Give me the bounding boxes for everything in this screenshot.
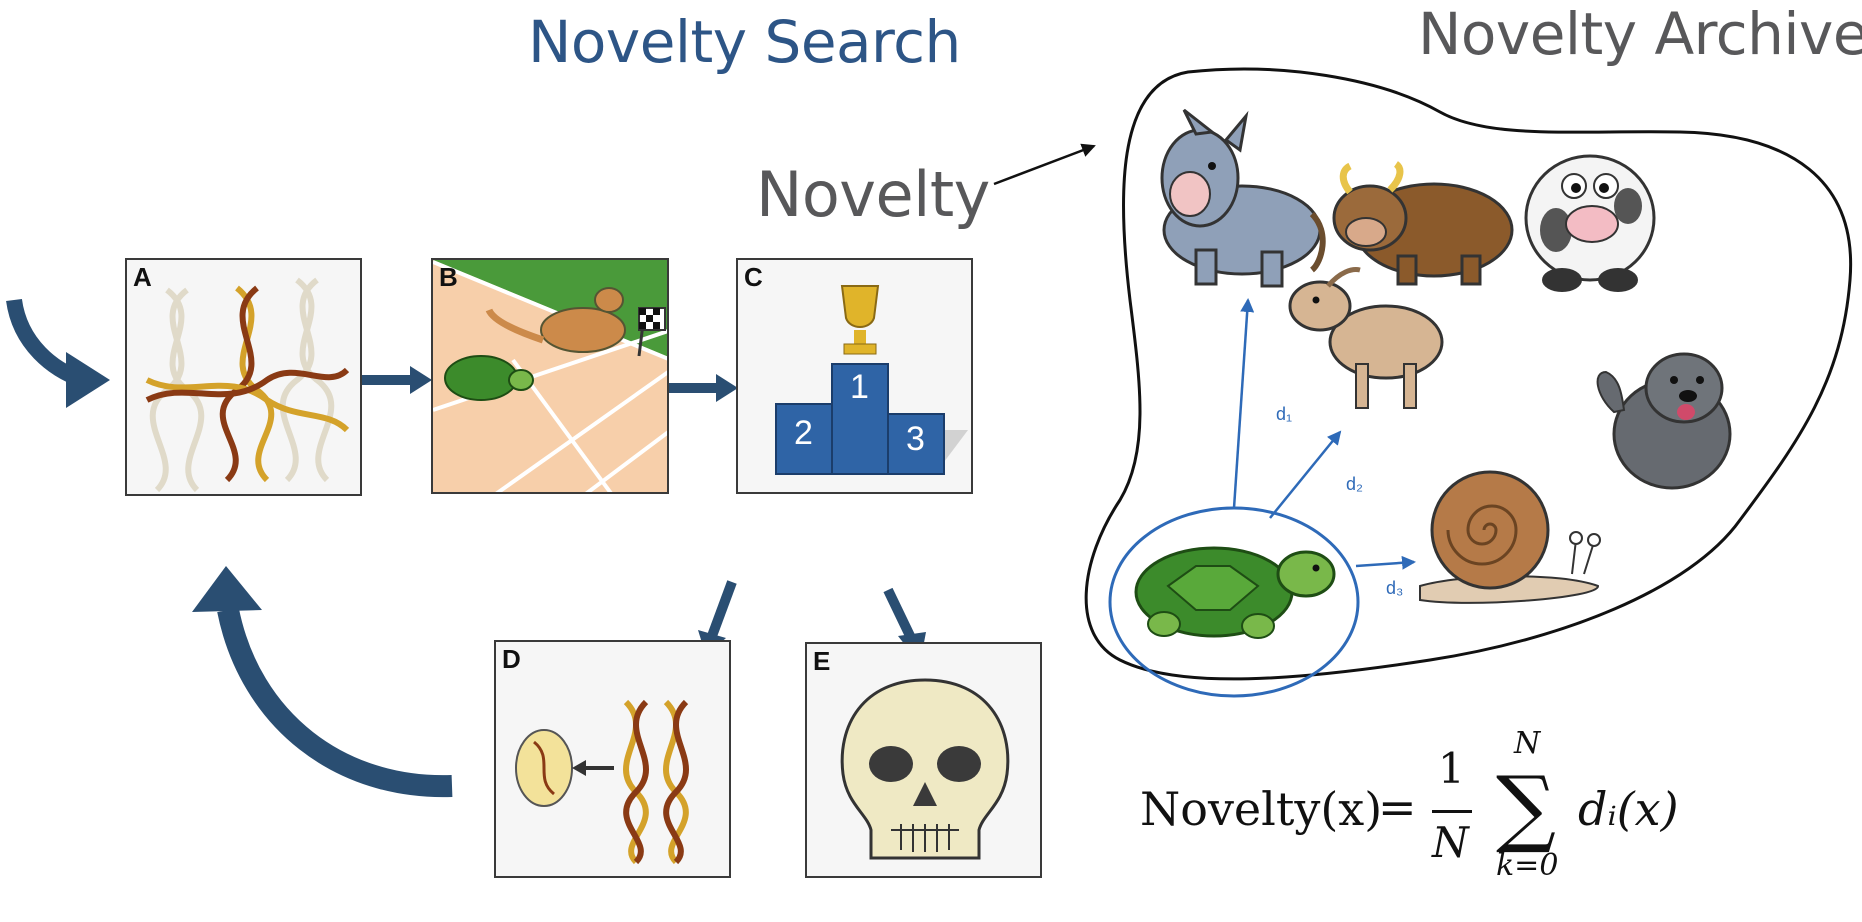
panel-a-population: A	[125, 258, 362, 496]
arrow-c-to-e	[883, 587, 917, 643]
ox-icon	[1332, 161, 1514, 286]
novelty-search-title: Novelty Search	[528, 8, 961, 76]
race-scene-icon	[433, 260, 667, 492]
formula-fraction-denominator: N	[1432, 818, 1469, 867]
reproduction-icon	[515, 699, 689, 865]
arrow-d-to-a	[217, 607, 453, 798]
cow-icon	[1524, 154, 1656, 292]
distance-label-1: d₁	[1276, 404, 1293, 424]
panel-a-letter: A	[133, 262, 152, 292]
distance-arrow-3	[1355, 555, 1416, 570]
snail-icon	[1419, 470, 1601, 604]
novelty-archive-title: Novelty Archive	[1418, 0, 1862, 68]
distance-arrow-2	[1269, 430, 1342, 519]
formula-sum-lower: k=0	[1496, 848, 1559, 883]
panel-e-elimination: E	[805, 642, 1042, 878]
tortoise-icon	[1134, 546, 1336, 639]
distance-arrow-1	[1232, 298, 1255, 509]
dna-population-icon	[145, 277, 350, 493]
formula-equals: =	[1378, 780, 1417, 834]
seal-icon	[1596, 352, 1732, 490]
novelty-label: Novelty	[756, 158, 990, 231]
archive-outline	[1084, 67, 1853, 681]
formula-sum-symbol: ∑	[1496, 758, 1556, 856]
formula-fraction-numerator: 1	[1438, 744, 1465, 793]
formula-fraction-bar	[1432, 810, 1472, 813]
skull-icon	[840, 678, 1010, 860]
podium-second: 2	[794, 414, 813, 452]
panel-b-letter: B	[439, 262, 458, 292]
podium-first: 1	[850, 368, 869, 406]
distance-label-2: d₂	[1346, 474, 1363, 494]
novelty-pointer-arrow	[993, 143, 1096, 186]
panel-c-letter: C	[744, 262, 763, 292]
panel-e-letter: E	[813, 646, 831, 676]
podium-third: 3	[906, 420, 925, 458]
formula-term: dᵢ(x)	[1578, 782, 1679, 836]
panel-d-letter: D	[502, 644, 521, 674]
panel-d-reproduction: D	[494, 640, 731, 878]
formula-word: Novelty(x)	[1140, 782, 1383, 836]
entry-arrow-head	[66, 352, 110, 408]
goat-icon	[1288, 267, 1444, 409]
distance-label-3: d₃	[1386, 578, 1404, 598]
panel-b-evaluation: B	[431, 258, 669, 494]
arrow-c-to-d	[707, 580, 737, 638]
podium-icon	[775, 285, 968, 475]
formula-sum-upper: N	[1514, 726, 1541, 761]
donkey-icon	[1160, 108, 1326, 288]
panel-c-selection: C 1 2 3	[736, 258, 973, 494]
